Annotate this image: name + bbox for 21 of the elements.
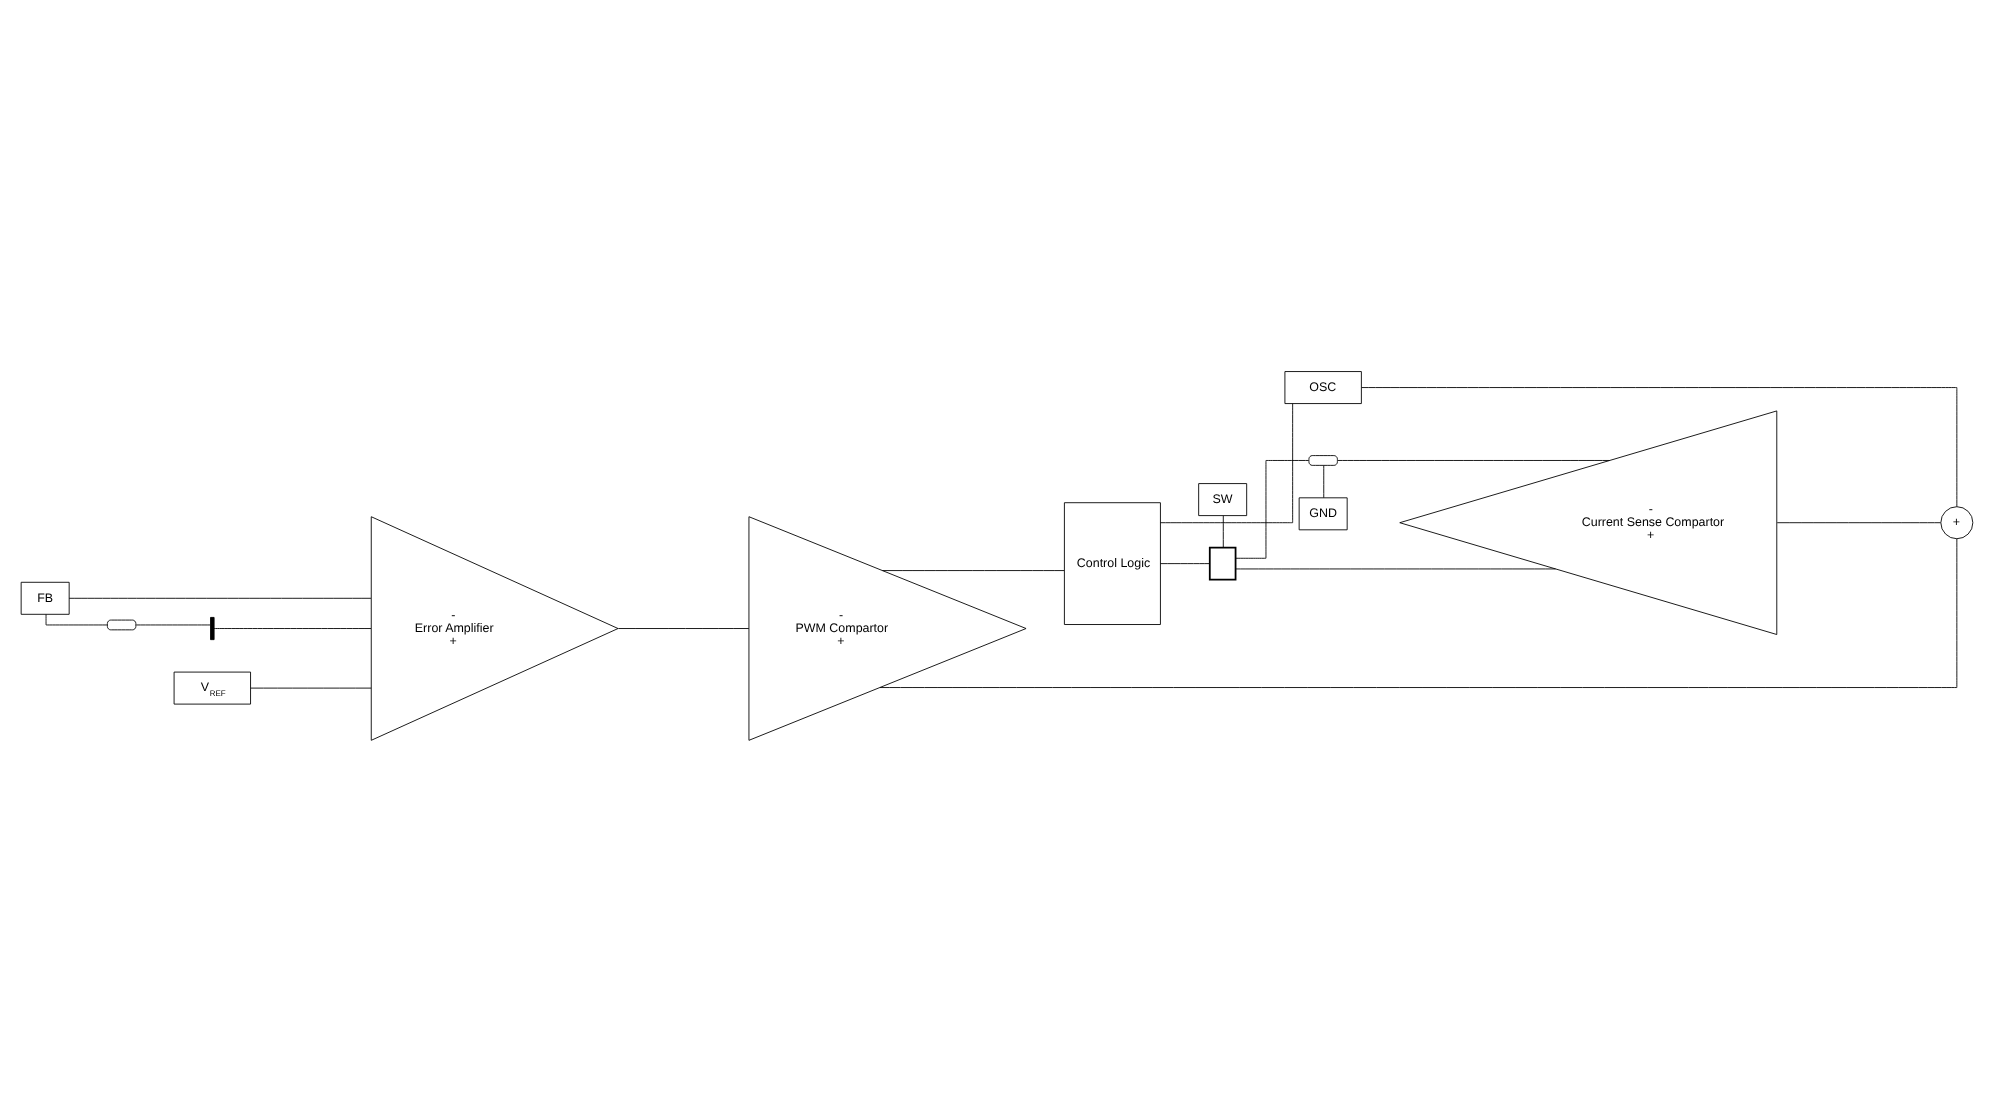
connector: [250, 687, 372, 689]
node-resistor: [106, 619, 137, 631]
connector: [68, 597, 372, 599]
connector: [882, 570, 1065, 571]
connector: [1323, 464, 1325, 499]
node-transistor: [1208, 546, 1237, 581]
connector: [1222, 515, 1224, 548]
connector: [1160, 403, 1294, 524]
connector: [1160, 563, 1211, 565]
connector: [879, 538, 1958, 688]
connector: [1361, 387, 1958, 508]
connector: [617, 628, 750, 629]
connector: [135, 624, 211, 626]
connector: [1776, 522, 1942, 524]
node-capacitor: [210, 616, 215, 641]
connector: [1337, 460, 1611, 461]
connector: [1235, 460, 1310, 559]
connector: [45, 614, 108, 626]
connector: [1235, 568, 1556, 570]
node-resistor: [1308, 455, 1338, 466]
connector: [213, 628, 372, 629]
